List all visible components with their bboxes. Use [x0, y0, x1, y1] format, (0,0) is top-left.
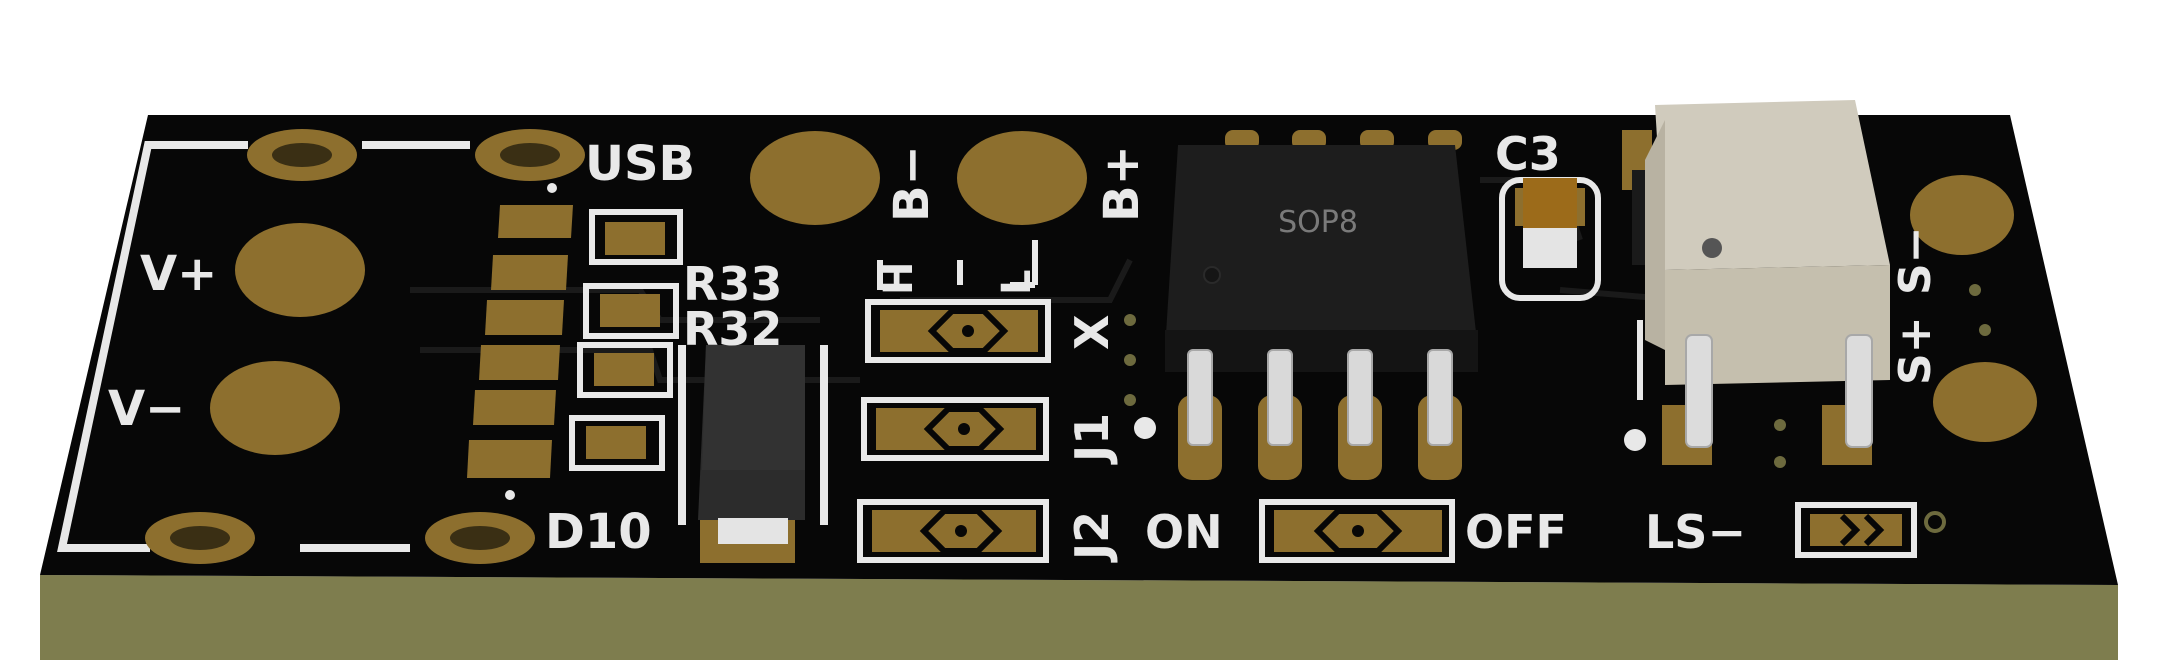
- resistor-pad: [600, 294, 660, 327]
- v-plus-pad: [235, 223, 365, 317]
- sop8-body-front: [1165, 330, 1478, 372]
- label-usb: USB: [585, 136, 695, 192]
- sop8-chip-label: SOP8: [1278, 205, 1358, 240]
- label-v-plus: V+: [140, 246, 217, 302]
- label-b-plus: B+: [1094, 145, 1150, 222]
- label-c3: C3: [1495, 127, 1561, 181]
- resistor-pad: [586, 426, 646, 459]
- silk-dot: [547, 183, 557, 193]
- smd-pad: [498, 205, 573, 238]
- jumper-x: [865, 299, 1051, 363]
- label-h: H: [876, 262, 922, 295]
- jumper-j2: [857, 499, 1049, 563]
- relay-dot: [1702, 238, 1722, 258]
- usb-pad-hole: [450, 526, 510, 550]
- jumper-j1: [861, 397, 1049, 461]
- label-r33: R33: [683, 257, 782, 311]
- s-minus-pad: [1910, 175, 2014, 255]
- relay-body-front: [1665, 265, 1890, 385]
- relay-legs: [1685, 334, 1873, 448]
- smd-pad: [491, 255, 568, 290]
- d10-cathode-band: [718, 518, 788, 544]
- smd-pad: [467, 440, 552, 478]
- board-edge: [40, 575, 2118, 660]
- v-minus-pad: [210, 361, 340, 455]
- usb-smd-pads: [467, 205, 573, 478]
- smd-pad: [485, 300, 564, 335]
- label-s-plus: S+: [1890, 316, 1941, 385]
- smd-pad: [473, 390, 556, 425]
- relay-body: [1655, 100, 1890, 270]
- s-plus-pad: [1933, 362, 2037, 442]
- label-s-minus: S−: [1890, 226, 1941, 295]
- b-plus-pad: [957, 131, 1087, 225]
- vias: [1124, 284, 1991, 533]
- label-l: L: [994, 270, 1040, 296]
- relay-body-side: [1645, 120, 1665, 350]
- resistor-pads: [569, 209, 683, 471]
- silk-box: [583, 283, 679, 339]
- usb-pad-hole: [272, 143, 332, 167]
- label-x: X: [1065, 315, 1119, 350]
- label-j1: J1: [1065, 413, 1119, 465]
- c3-terminal: [1523, 228, 1577, 268]
- c3-body: [1523, 178, 1577, 233]
- b-minus-pad: [750, 131, 880, 225]
- silk-box: [577, 342, 673, 398]
- label-v-minus: V−: [108, 381, 185, 437]
- usb-pad-hole: [170, 526, 230, 550]
- d10-body-top: [702, 345, 805, 470]
- usb-pads: [145, 129, 585, 564]
- jumper-on-off: [1259, 499, 1455, 563]
- silk-dot: [1134, 417, 1156, 439]
- label-ls-minus: LS−: [1645, 505, 1746, 559]
- label-r32: R32: [683, 302, 782, 356]
- silk-box: [589, 209, 683, 265]
- d10-silk-outline-r: [820, 345, 828, 525]
- sop8-legs: [1187, 349, 1453, 446]
- silk-outline-left: [57, 141, 248, 552]
- usb-pad-hole: [500, 143, 560, 167]
- silk-box: [569, 415, 665, 471]
- label-b-minus: B−: [884, 145, 940, 222]
- d10-silk-outline-l: [678, 345, 686, 525]
- label-on: ON: [1145, 505, 1223, 559]
- resistor-pad: [605, 222, 665, 255]
- label-d10: D10: [545, 504, 652, 560]
- sop8-pin1-mark: [1203, 266, 1221, 284]
- silk-dot: [505, 490, 515, 500]
- label-j2: J2: [1065, 511, 1119, 563]
- silk-dot: [1624, 429, 1646, 451]
- resistor-pad: [594, 353, 654, 386]
- hl-silk-lines: [877, 240, 1038, 290]
- sop8-body: [1165, 145, 1478, 350]
- smd-pad: [479, 345, 560, 380]
- jumper-ls: [1795, 502, 1917, 558]
- label-off: OFF: [1465, 505, 1567, 559]
